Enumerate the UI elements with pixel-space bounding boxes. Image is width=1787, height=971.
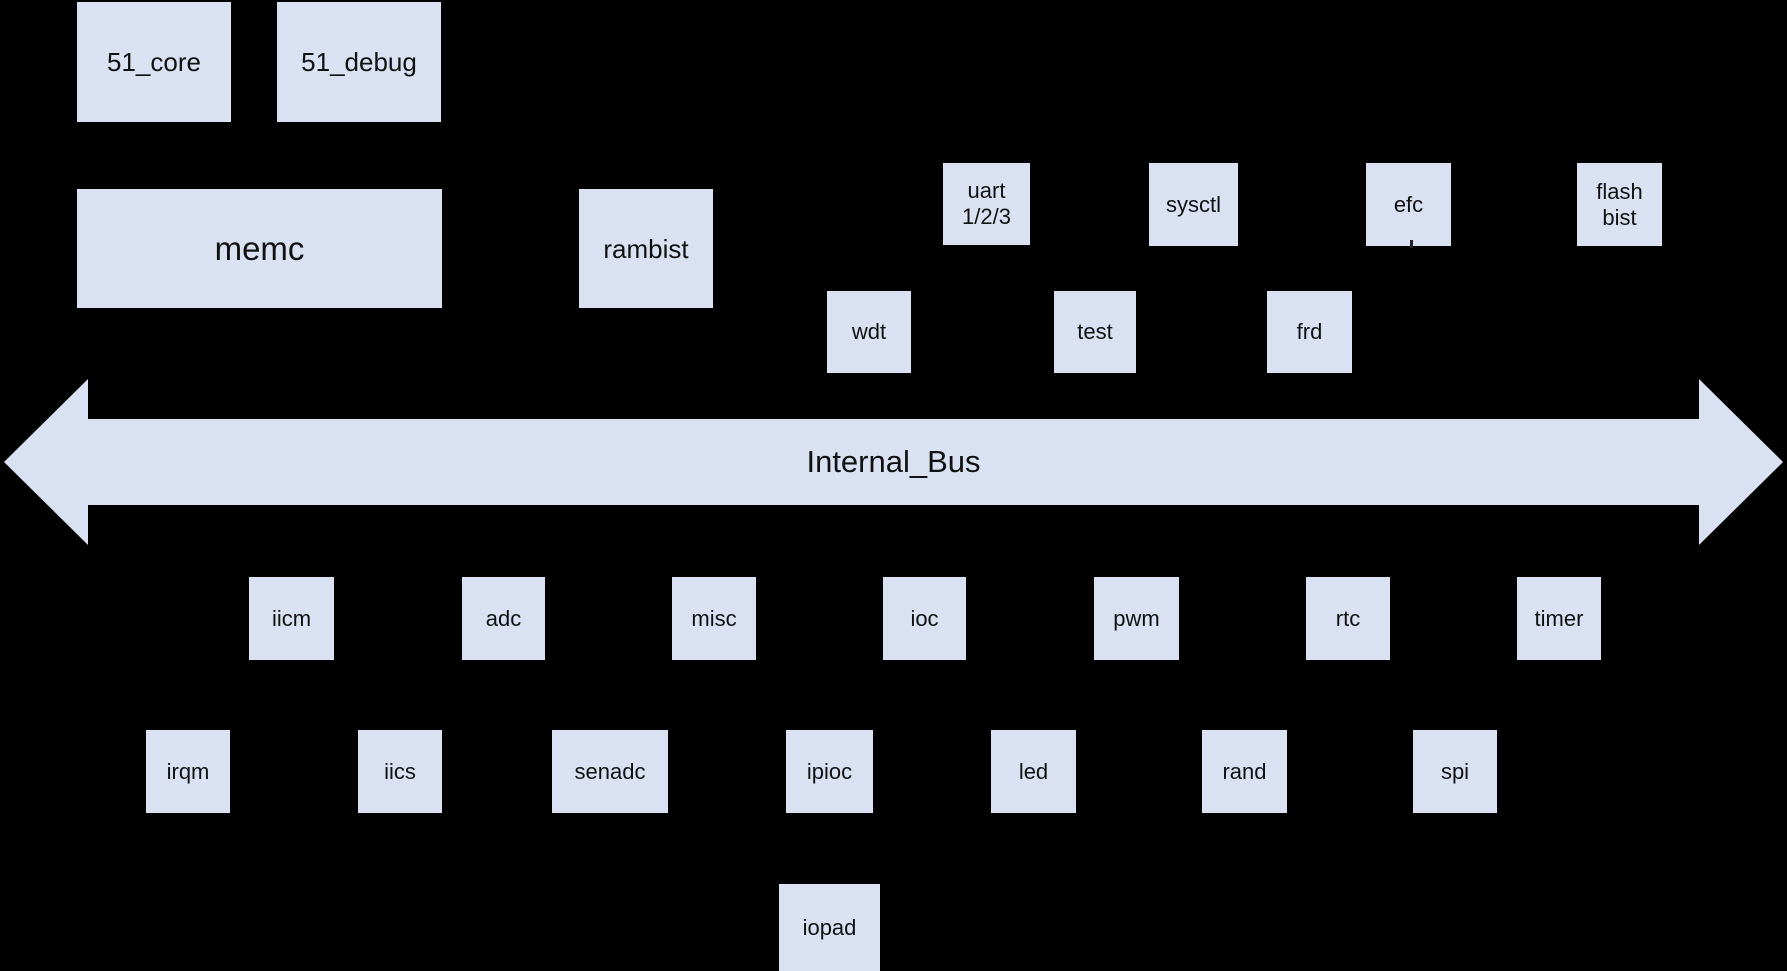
block-senadc: senadc bbox=[552, 730, 668, 813]
block-label: iicm bbox=[271, 605, 312, 631]
block-rtc: rtc bbox=[1306, 577, 1390, 660]
block-test: test bbox=[1054, 291, 1136, 373]
cursor-artifact bbox=[1410, 240, 1413, 248]
block-sysctl: sysctl bbox=[1149, 163, 1238, 246]
block-label: efc bbox=[1393, 191, 1424, 217]
block-label: test bbox=[1077, 319, 1113, 344]
block-label: ipioc bbox=[806, 758, 853, 784]
block-label: memc bbox=[214, 229, 305, 267]
block-timer: timer bbox=[1517, 577, 1601, 660]
block-label-line2: 1/2/3 bbox=[962, 204, 1011, 229]
block-efc: efc bbox=[1366, 163, 1451, 246]
block-spi: spi bbox=[1413, 730, 1497, 813]
block-ipioc: ipioc bbox=[786, 730, 873, 813]
block-label-line1: flash bbox=[1596, 178, 1643, 204]
block-misc: misc bbox=[672, 577, 756, 660]
bus-arrowhead-right-icon bbox=[1699, 379, 1783, 545]
internal-bus: Internal_Bus bbox=[88, 419, 1699, 505]
block-label: pwm bbox=[1113, 605, 1160, 631]
block-label: ioc bbox=[910, 605, 939, 631]
block-memc: memc bbox=[77, 189, 442, 308]
block-label: rand bbox=[1222, 758, 1267, 784]
block-iopad: iopad bbox=[779, 884, 880, 971]
bus-arrowhead-left-icon bbox=[4, 379, 88, 545]
block-wdt: wdt bbox=[827, 291, 911, 373]
block-frd: frd bbox=[1267, 291, 1352, 373]
block-rambist: rambist bbox=[579, 189, 713, 308]
block-51-debug: 51_debug bbox=[277, 2, 441, 122]
block-label: frd bbox=[1296, 319, 1323, 344]
block-label: misc bbox=[691, 605, 737, 631]
block-label-line1: uart bbox=[967, 178, 1006, 203]
block-label: sysctl bbox=[1166, 191, 1221, 217]
block-iics: iics bbox=[358, 730, 442, 813]
block-pwm: pwm bbox=[1094, 577, 1179, 660]
block-label: rambist bbox=[603, 233, 689, 264]
block-rand: rand bbox=[1202, 730, 1287, 813]
bus-label: Internal_Bus bbox=[806, 444, 981, 479]
block-adc: adc bbox=[462, 577, 545, 660]
block-uart-123: uart 1/2/3 bbox=[943, 163, 1030, 245]
block-irqm: irqm bbox=[146, 730, 230, 813]
block-ioc: ioc bbox=[883, 577, 966, 660]
block-label: led bbox=[1018, 758, 1049, 784]
block-label: spi bbox=[1440, 758, 1470, 784]
block-label: iopad bbox=[802, 914, 857, 940]
block-label: 51_core bbox=[107, 47, 201, 77]
block-label: irqm bbox=[166, 758, 210, 784]
block-label: wdt bbox=[851, 319, 887, 344]
block-label: 51_debug bbox=[301, 47, 417, 77]
block-label: senadc bbox=[574, 758, 646, 784]
block-flash-bist: flash bist bbox=[1577, 163, 1662, 246]
block-label: timer bbox=[1534, 605, 1584, 631]
block-iicm: iicm bbox=[249, 577, 334, 660]
block-label: rtc bbox=[1335, 605, 1361, 631]
block-label: iics bbox=[384, 758, 416, 784]
block-led: led bbox=[991, 730, 1076, 813]
block-label-line2: bist bbox=[1602, 204, 1637, 230]
block-51-core: 51_core bbox=[77, 2, 231, 122]
block-label: adc bbox=[485, 605, 522, 631]
